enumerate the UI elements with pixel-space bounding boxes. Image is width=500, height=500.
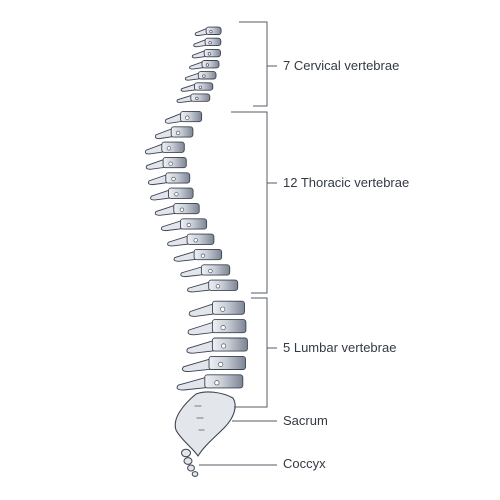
brackets [199, 21, 277, 466]
thoracic-vertebra-11 [180, 264, 231, 278]
cervical-label: 7 Cervical vertebrae [283, 58, 400, 73]
sacrum-label: Sacrum [283, 413, 328, 428]
thoracic-vertebra-2 [154, 126, 194, 140]
lumbar-vertebra-2 [187, 319, 247, 336]
thoracic-vertebra-6 [150, 187, 194, 201]
cervical-vertebra-7 [176, 93, 211, 103]
thoracic-vertebra-4 [145, 156, 187, 170]
thoracic-vertebra-1 [164, 110, 203, 124]
thoracic-vertebra-10 [173, 248, 223, 262]
thoracic-vertebra-3 [144, 141, 185, 155]
coccyx [181, 448, 199, 477]
cervical-bracket [239, 21, 268, 107]
lumbar-vertebra-4 [181, 355, 246, 373]
lumbar-label: 5 Lumbar vertebrae [283, 340, 397, 355]
cervical-vertebra-4 [189, 60, 220, 70]
coccyx-label: Coccyx [283, 456, 326, 471]
thoracic-vertebra-9 [167, 233, 215, 247]
sacral-foramina [194, 405, 205, 431]
lumbar-bracket [234, 297, 268, 408]
cervical-vertebra-5 [184, 71, 217, 81]
thoracic-vertebra-8 [161, 218, 208, 232]
cervical-vertebra-6 [180, 82, 214, 92]
thoracic-label: 12 Thoracic vertebrae [283, 175, 410, 190]
vertebral-column [144, 26, 248, 391]
sacrum [174, 391, 236, 458]
lumbar-vertebra-3 [186, 337, 248, 354]
cervical-vertebra-1 [194, 26, 222, 37]
thoracic-vertebra-7 [154, 202, 200, 216]
thoracic-bracket [231, 111, 268, 294]
cervical-vertebra-2 [193, 37, 222, 48]
thoracic-vertebra-5 [147, 172, 191, 186]
lumbar-vertebra-5 [176, 374, 244, 391]
thoracic-vertebra-12 [187, 279, 239, 293]
lumbar-vertebra-1 [188, 300, 245, 317]
cervical-vertebra-3 [191, 48, 221, 59]
